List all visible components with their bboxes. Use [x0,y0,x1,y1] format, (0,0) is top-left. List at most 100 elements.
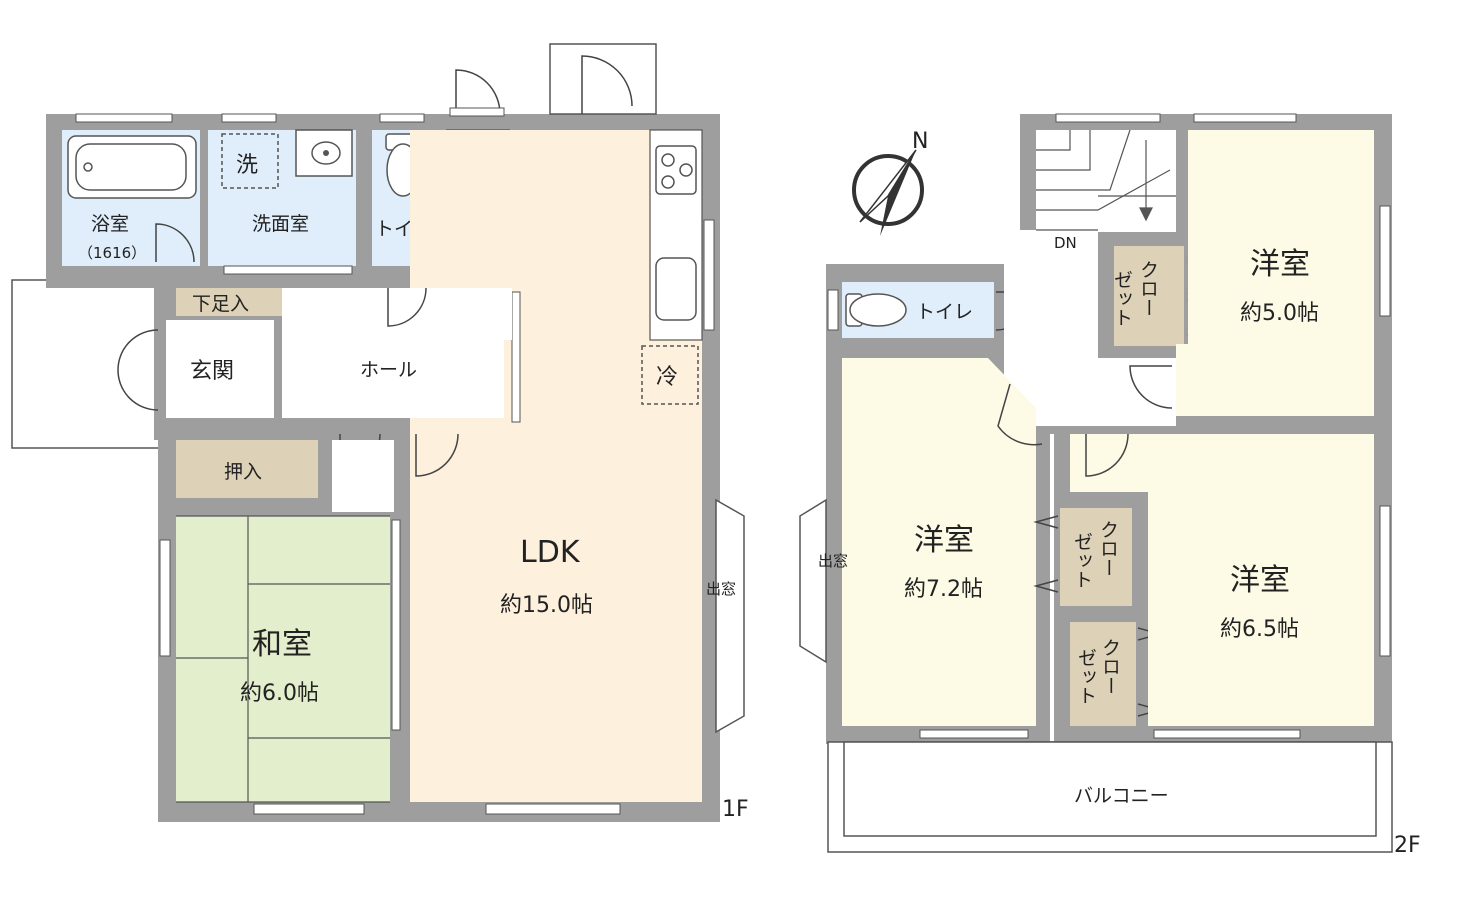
entrance-door-swing-a [117,329,159,371]
toilet-bowl-2f [849,293,907,327]
compass-north-label: N [912,129,928,154]
washer-space [221,133,279,189]
fridge-space [641,345,699,405]
bath-size-label: （1616） [78,244,146,262]
window-1f-kitchen [703,219,715,331]
window-1f-toilet [379,113,425,123]
closet-a-col2: クロー [1137,260,1159,317]
window-1f-stair-side [511,291,521,423]
compass-icon: N [852,129,928,236]
ldk-top-entry [549,43,657,115]
room-western-west [842,358,1036,726]
wash-basin-drain [323,150,329,156]
bathtub-inner [75,143,187,191]
closet-b-col1: ゼット [1071,532,1093,589]
porch-outline [11,279,163,449]
hall-door-swing-2 [415,433,459,477]
washitsu-area-label: 約6.0帖 [240,681,319,706]
room-west-bay-window-text: 出窓 [818,552,848,570]
window-1f-washitsu-bottom [253,803,365,815]
washitsu-label: 和室 [252,627,312,662]
bath-door-swing [155,223,195,263]
entrance-label: 玄関 [190,359,234,384]
oshiire-label: 押入 [224,461,262,483]
room-east-area-label: 約6.5帖 [1220,617,1299,642]
tatami-lines [176,515,390,803]
closet-b [1060,508,1132,606]
window-1f-ldk-bottom [485,803,621,815]
room-western-east [1148,434,1374,726]
room-hall-stair-landing [432,288,512,340]
oshiire [176,440,318,498]
window-1f-bath [75,113,173,123]
room-west-bay-window [799,498,827,664]
window-1f-washroom-bottom [223,265,353,275]
floor-1f: 浴室 （1616） 洗 洗面室 トイレ UP [11,43,749,822]
hall-2f [1036,130,1176,230]
closet-b-col2: クロー [1097,520,1119,577]
floor-2f-label: 2F [1394,833,1421,858]
window-2f-north-top [1193,113,1297,123]
room-washitsu [176,516,390,802]
ldk-top-door-swing [581,55,633,114]
ldk-label: LDK [520,535,581,570]
balcony-label: バルコニー [1074,785,1169,807]
closet-c-col1-text: ゼット [1075,648,1097,705]
balcony-inner [843,741,1377,837]
room-west-door-swing [997,383,1043,446]
toilet-1f-door-swing [387,287,427,327]
shoe-storage [176,288,282,316]
burner-1 [661,153,675,167]
window-1f-washitsu-left [159,539,171,657]
window-2f-toilet [827,289,839,331]
closet-b-door-1 [1033,515,1059,529]
ldk-bay-window-label-text: 出窓 [706,580,736,598]
shoe-storage-label: 下足入 [192,293,249,315]
closet-c-col2-text: クロー [1099,638,1121,695]
window-1f-washitsu-right [391,519,401,731]
closet-c-col1: ゼット [1075,648,1097,705]
room-west-bay-window-label: 出窓 [818,552,848,570]
washer-mark: 洗 [236,153,258,178]
stair-treads-2f [1036,129,1176,231]
closet-c-col2: クロー [1099,638,1121,695]
ldk-area-label: 約15.0帖 [500,593,593,618]
fridge-mark: 冷 [656,365,678,390]
burner-3 [661,175,675,189]
room-east-door-swing [1085,433,1129,477]
entrance-door-swing-b [117,369,159,411]
room-north-label: 洋室 [1250,247,1310,282]
stairs-down-label: DN [1054,234,1077,252]
window-2f-east-right [1379,505,1391,657]
window-2f-east-bottom [1153,729,1301,739]
floor-1f-label: 1F [722,797,749,822]
closet-b-col2-text: クロー [1097,520,1119,577]
closet-a-col1: ゼット [1111,270,1133,327]
toilet-2f-label: トイレ [916,301,973,323]
room-west-label: 洋室 [914,523,974,558]
door-frame-stair-exterior [449,107,505,117]
room-north-door-swing [1129,365,1173,409]
room-east-label: 洋室 [1230,563,1290,598]
window-1f-washroom [221,113,277,123]
hall-label: ホール [360,359,417,381]
room-west-area-label: 約7.2帖 [904,577,983,602]
hall-nook [332,440,394,512]
ldk-bay-window-label: 出窓 [706,580,736,598]
room-entrance [166,320,274,418]
burner-2 [679,163,693,177]
window-2f-north-right [1379,205,1391,317]
room-north-area-label: 約5.0帖 [1240,301,1319,326]
closet-c [1070,622,1136,726]
closet-a [1114,246,1184,346]
bath-label: 浴室 [91,213,129,235]
ldk-bay-window [715,498,745,734]
floor-2f: N バルコニー トイレ DN [799,113,1421,858]
room-western-east-upper [1070,434,1148,492]
door-swing-stair-exterior [455,69,501,115]
kitchen-sink [655,257,697,321]
room-western-north-lower [1176,344,1374,416]
bath-drain [83,162,93,172]
closet-a-col2-text: クロー [1137,260,1159,317]
